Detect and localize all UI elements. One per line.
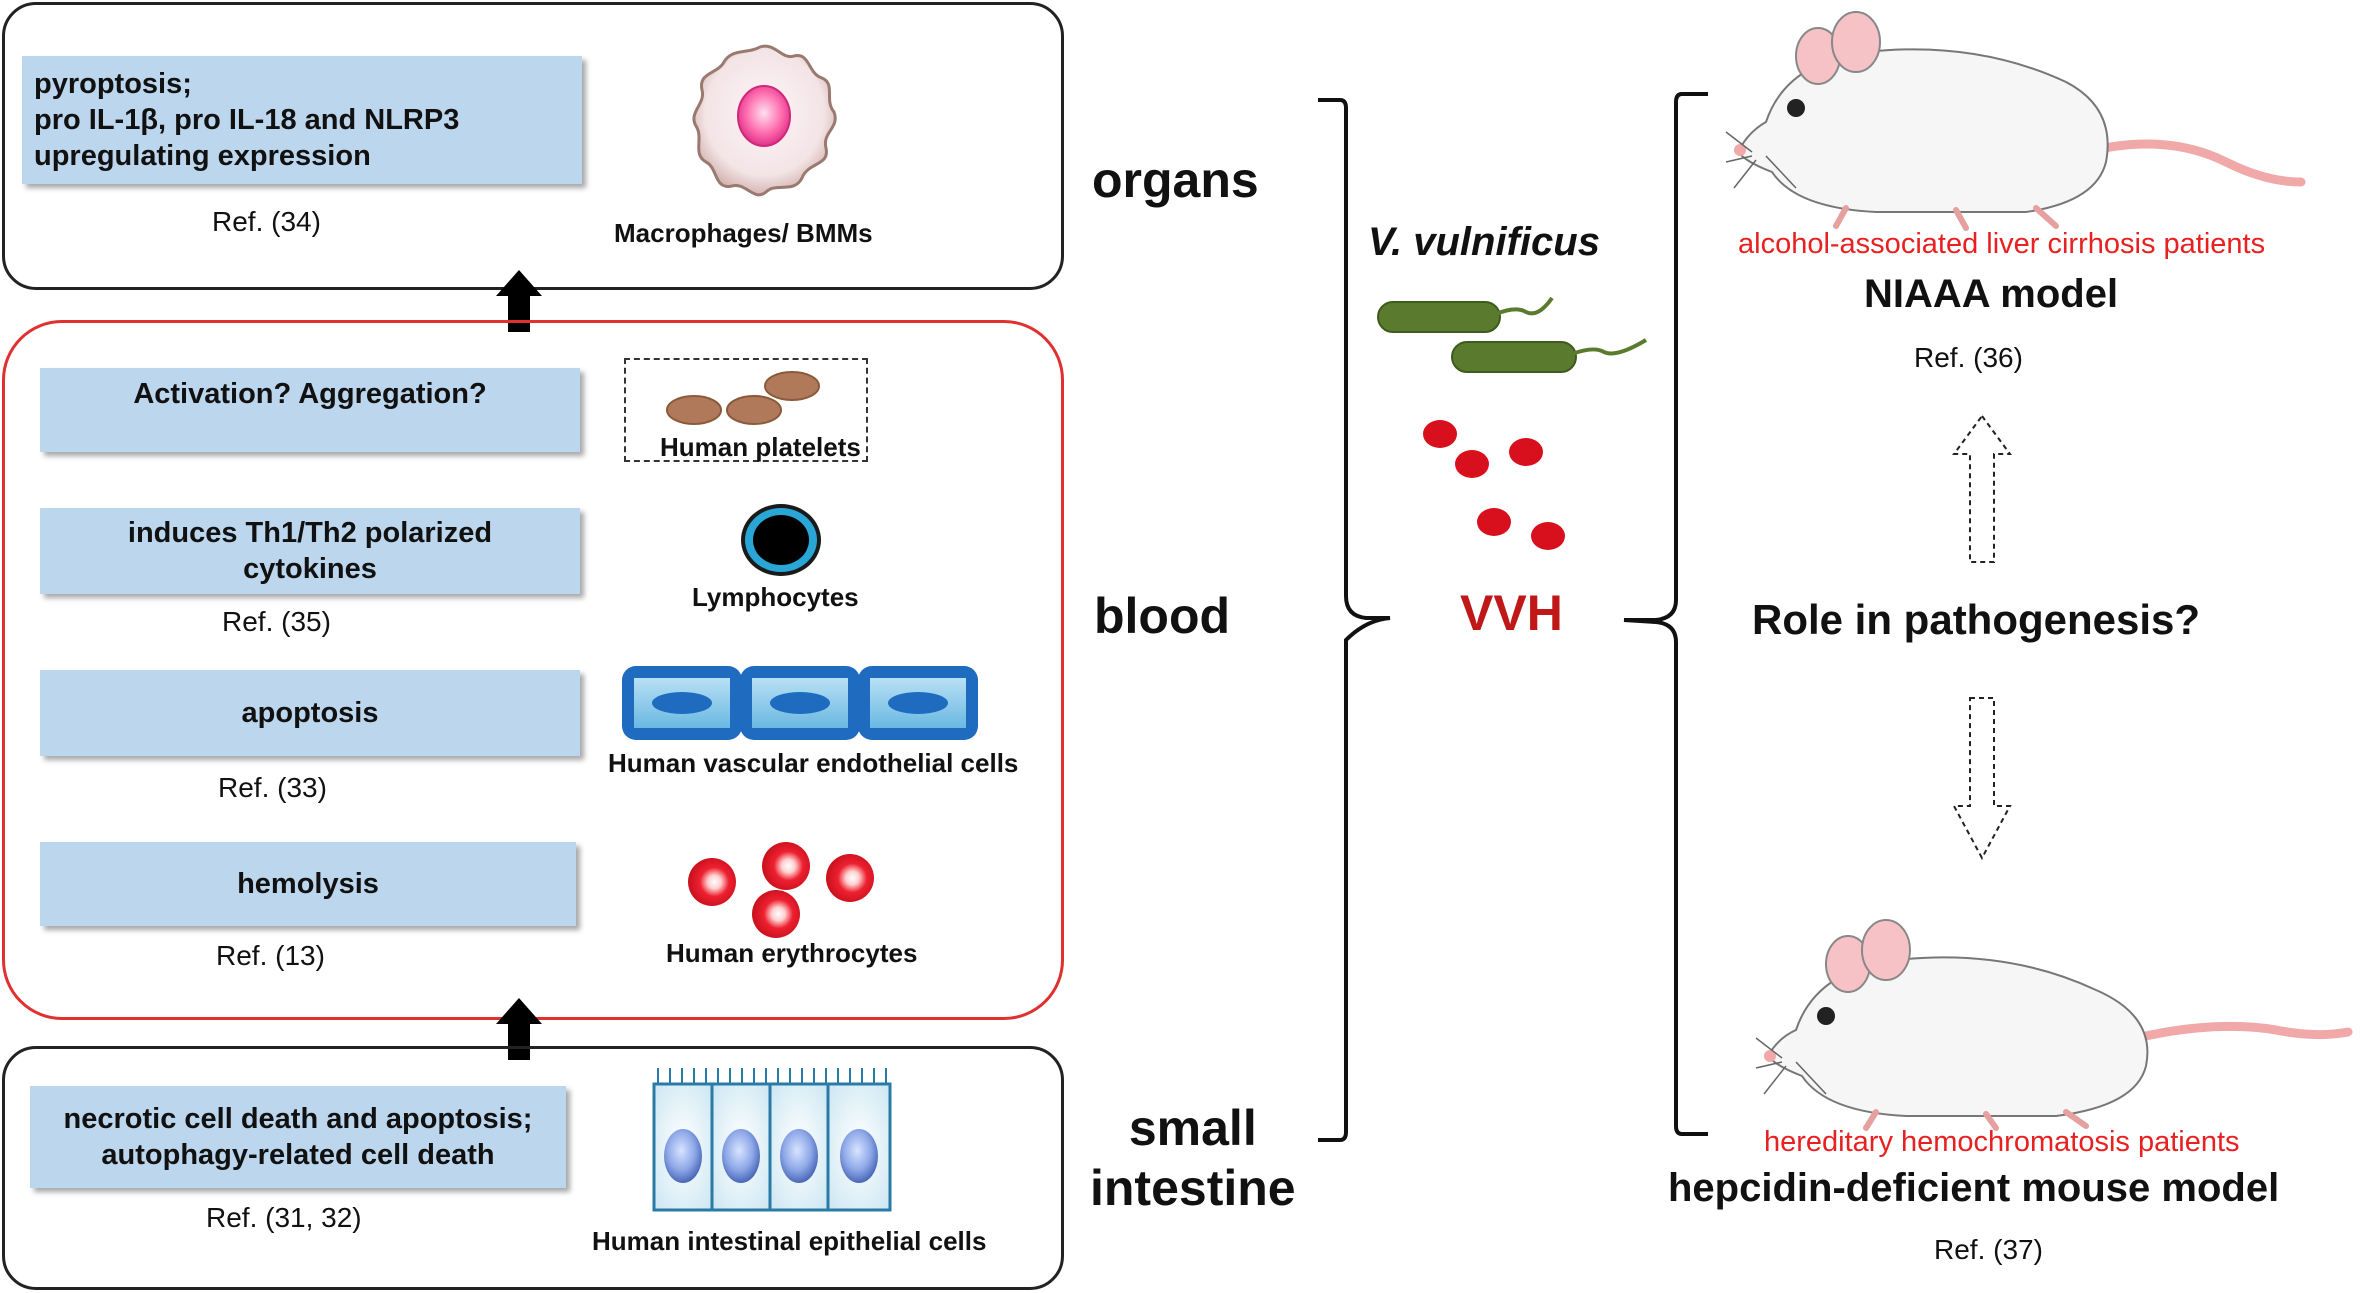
platelets-finding-box: Activation? Aggregation? [40,368,580,452]
bottom-model-name: hepcidin-deficient mouse model [1668,1166,2280,1210]
dashed-down-arrow-icon [1952,697,2012,861]
bacterium-name: V. vulnificus [1368,220,1600,264]
up-arrow-icon [496,998,542,1060]
bottom-model-ref: Ref. (37) [1934,1234,2043,1265]
left-brace-icon [1318,98,1391,1142]
organs-ref: Ref. (34) [212,206,321,237]
lymphocyte-icon [741,504,821,576]
mouse-icon [1755,919,2353,1131]
level-blood: blood [1094,588,1231,644]
endothelial-finding-box: apoptosis [40,670,580,756]
up-arrow-icon [496,270,542,332]
platelets-icon [666,371,820,425]
endothelial-label: Human vascular endothelial cells [608,748,1019,778]
erythrocytes-ref: Ref. (13) [216,940,325,971]
mouse-icon [1725,11,2306,231]
platelets-dashed-box [624,358,868,462]
top-model-ref: Ref. (36) [1914,342,2023,373]
macrophage-label: Macrophages/ BMMs [614,218,873,248]
macrophage-icon [692,44,837,197]
intestine-ref: Ref. (31, 32) [206,1202,362,1233]
endothelial-ref: Ref. (33) [218,772,327,803]
erythrocytes-label: Human erythrocytes [666,938,918,968]
lymphocytes-finding-box: induces Th1/Th2 polarized cytokines [40,508,580,594]
right-brace-icon [1623,92,1708,1136]
endothelial-cells-icon [622,666,978,740]
top-model-name: NIAAA model [1864,272,2119,316]
top-patient-note: alcohol-associated liver cirrhosis patie… [1738,228,2266,260]
intestine-finding-box: necrotic cell death and apoptosis; autop… [30,1086,566,1188]
toxin-name: VVH [1460,585,1563,641]
intestinal-cells-label: Human intestinal epithelial cells [592,1226,987,1256]
erythrocytes-finding-box: hemolysis [40,842,576,926]
intestinal-cells-icon [652,1068,892,1212]
level-organs: organs [1092,152,1259,208]
intestine-panel [2,1046,1064,1290]
pathogenesis-question: Role in pathogenesis? [1752,596,2201,643]
level-small-intestine: small intestine [1090,1100,1296,1216]
organs-finding-box: pyroptosis; pro IL-1β, pro IL-18 and NLR… [22,56,582,184]
bacteria-icon [1377,296,1648,373]
erythrocytes-icon [688,842,874,938]
bottom-patient-note: hereditary hemochromatosis patients [1764,1126,2240,1158]
lymphocytes-label: Lymphocytes [692,582,859,612]
lymphocytes-ref: Ref. (35) [222,606,331,637]
toxin-dots-icon [1423,420,1565,550]
platelets-label: Human platelets [660,432,861,462]
dashed-up-arrow-icon [1952,414,2012,563]
